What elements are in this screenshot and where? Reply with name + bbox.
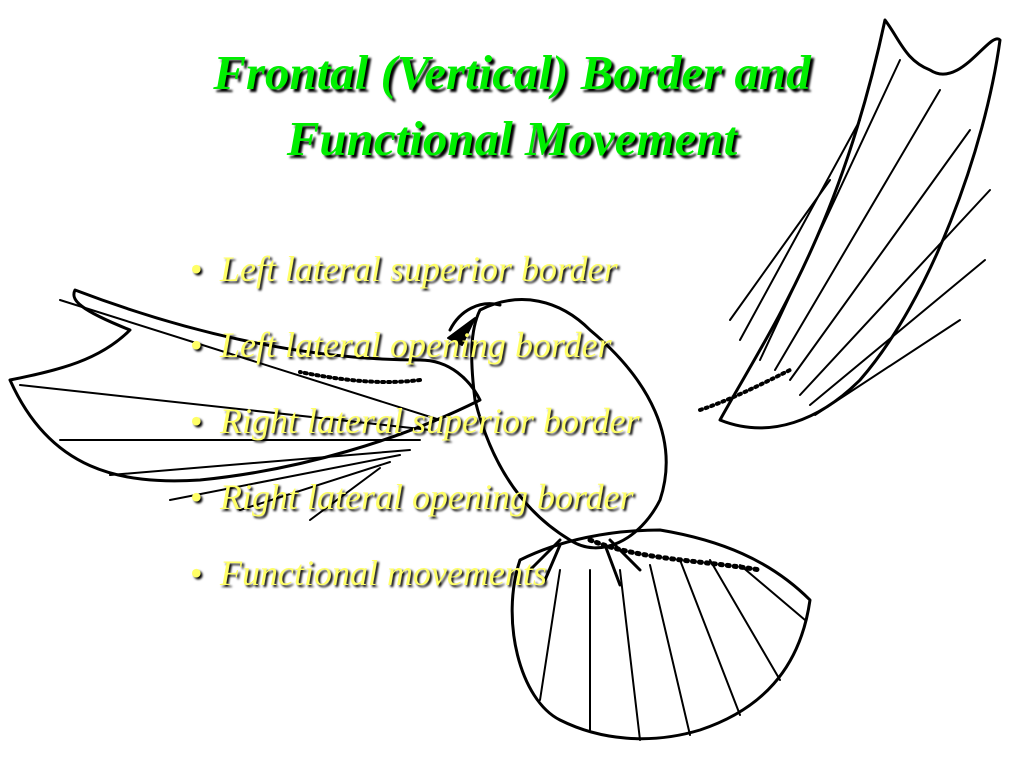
slide-title-line-2: Functional Movement [286, 111, 738, 166]
bullet-item: • Functional movements [190, 548, 640, 624]
bullet-item: • Right lateral opening border [190, 472, 640, 548]
bullet-item: • Right lateral superior border [190, 396, 640, 472]
slide-title: Frontal (Vertical) Border and Functional… [62, 40, 962, 172]
bullet-glyph: • [190, 401, 203, 441]
bullet-text: Right lateral opening border [220, 477, 634, 517]
slide-title-line-1: Frontal (Vertical) Border and [213, 45, 811, 100]
bullet-glyph: • [190, 325, 203, 365]
bullet-item: • Left lateral opening border [190, 320, 640, 396]
bullet-list: • Left lateral superior border • Left late… [190, 244, 640, 624]
bullet-glyph: • [190, 477, 203, 517]
bullet-text: Functional movements [220, 553, 547, 593]
bullet-text: Left lateral superior border [220, 249, 618, 289]
bullet-glyph: • [190, 249, 203, 289]
bullet-text: Right lateral superior border [220, 401, 640, 441]
bullet-item: • Left lateral superior border [190, 244, 640, 320]
bullet-glyph: • [190, 553, 203, 593]
bullet-text: Left lateral opening border [220, 325, 612, 365]
